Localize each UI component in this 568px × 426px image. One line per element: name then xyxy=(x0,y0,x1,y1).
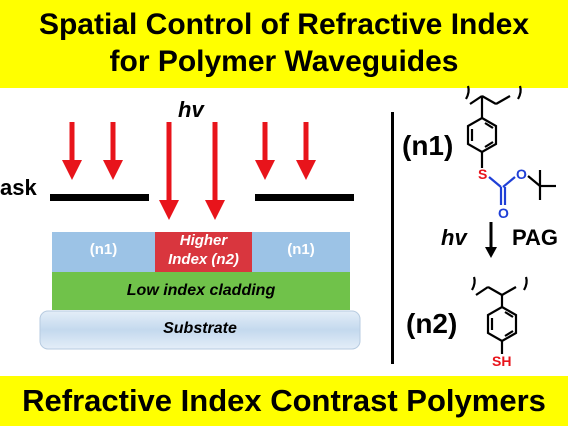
sulfur-atom: S xyxy=(478,166,488,182)
higher-index-line-2: Index (n2) xyxy=(168,251,239,268)
mask-bar-left xyxy=(50,194,149,201)
mask-label: ask xyxy=(0,175,37,200)
bottom-title-banner: Refractive Index Contrast Polymers xyxy=(0,376,568,426)
n2-layer xyxy=(155,232,252,272)
n2-polymer-label: (n2) xyxy=(406,308,458,339)
oxygen-atom-ether: O xyxy=(516,166,527,182)
title-line-2: for Polymer Waveguides xyxy=(109,45,459,78)
n1-layer-right xyxy=(252,232,350,272)
section-divider xyxy=(391,112,394,364)
reaction-pag-label: PAG xyxy=(512,225,559,250)
thiol-group: SH xyxy=(492,353,512,369)
substrate-layer xyxy=(39,310,361,350)
cladding-label: Low index cladding xyxy=(126,282,276,299)
oxygen-atom-carbonyl: O xyxy=(498,205,509,221)
n1-layer-left xyxy=(52,232,155,272)
reaction-hv-label: hv xyxy=(441,225,467,250)
higher-index-label: Higher Index (n2) xyxy=(155,231,252,269)
title-line-1: Spatial Control of Refractive Index xyxy=(38,8,530,41)
light-label: hv xyxy=(178,97,204,122)
top-title-banner: Spatial Control of Refractive Index for … xyxy=(0,0,568,88)
higher-index-line-1: Higher xyxy=(179,232,228,249)
polymer-n2-structure xyxy=(471,276,528,354)
polymer-n1-structure xyxy=(465,85,556,205)
n1-polymer-label: (n1) xyxy=(402,130,454,161)
cladding-layer xyxy=(52,272,350,310)
n1-left-label: (n1) xyxy=(89,241,118,258)
mask-bar-right xyxy=(255,194,354,201)
substrate-label: Substrate xyxy=(163,320,237,337)
n1-right-label: (n1) xyxy=(287,241,315,258)
reaction-arrowhead xyxy=(485,247,497,258)
